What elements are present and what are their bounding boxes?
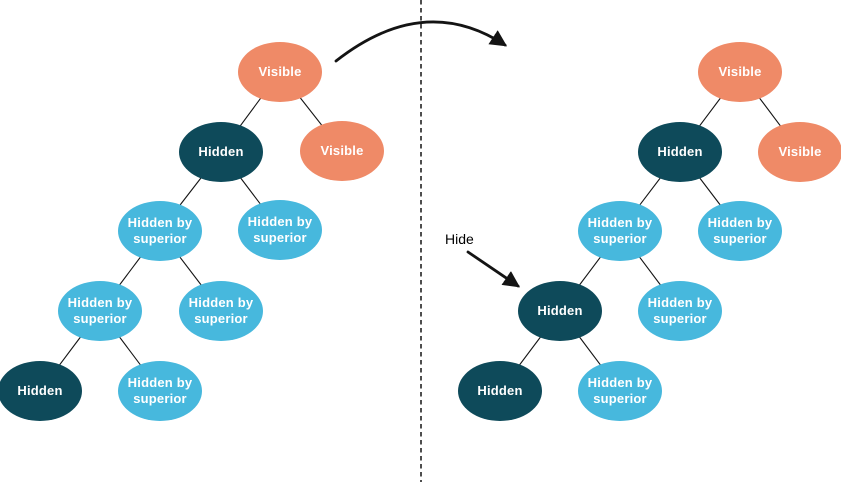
tree-node-hidden-by-superior: Hidden by superior — [698, 201, 782, 261]
tree-node-hidden-by-superior: Hidden by superior — [118, 201, 202, 261]
tree-node-hidden-by-superior: Hidden by superior — [238, 200, 322, 260]
tree-node-visible: Visible — [758, 122, 841, 182]
transform-arrow — [334, 20, 508, 63]
hide-annotation-label: Hide — [445, 231, 474, 247]
tree-node-hidden-by-superior: Hidden by superior — [638, 281, 722, 341]
tree-node-hidden: Hidden — [638, 122, 722, 182]
tree-node-hidden: Hidden — [458, 361, 542, 421]
tree-node-visible: Visible — [238, 42, 322, 102]
hide-arrow — [466, 250, 521, 288]
tree-node-hidden: Hidden — [0, 361, 82, 421]
tree-node-hidden-by-superior: Hidden by superior — [578, 201, 662, 261]
tree-node-visible: Visible — [300, 121, 384, 181]
tree-node-hidden-by-superior: Hidden by superior — [179, 281, 263, 341]
tree-node-hidden-by-superior: Hidden by superior — [578, 361, 662, 421]
tree-node-visible: Visible — [698, 42, 782, 102]
tree-node-hidden: Hidden — [179, 122, 263, 182]
tree-node-hidden-by-superior: Hidden by superior — [118, 361, 202, 421]
tree-node-hidden-by-superior: Hidden by superior — [58, 281, 142, 341]
tree-node-hidden: Hidden — [518, 281, 602, 341]
